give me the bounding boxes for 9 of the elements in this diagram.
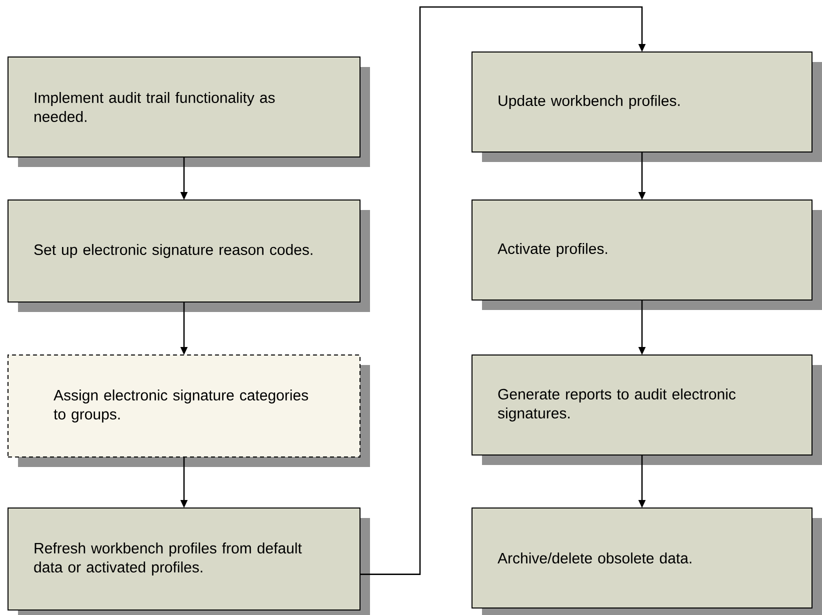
process-box: Generate reports to audit electronic signatures. (472, 354, 822, 465)
process-box: Assign electronic signature categories to groups. (8, 354, 370, 467)
arrow (360, 6, 646, 575)
process-box: Implement audit trail functionality as needed. (8, 56, 370, 167)
process-box: Archive/delete obsolete data. (472, 508, 822, 615)
process-box: Update workbench profiles. (472, 52, 822, 162)
process-box: Set up electronic signature reason codes. (8, 200, 370, 312)
process-box: Activate profiles. (472, 200, 822, 310)
process-box: Refresh workbench profiles from default data or activated profiles. (8, 508, 370, 615)
